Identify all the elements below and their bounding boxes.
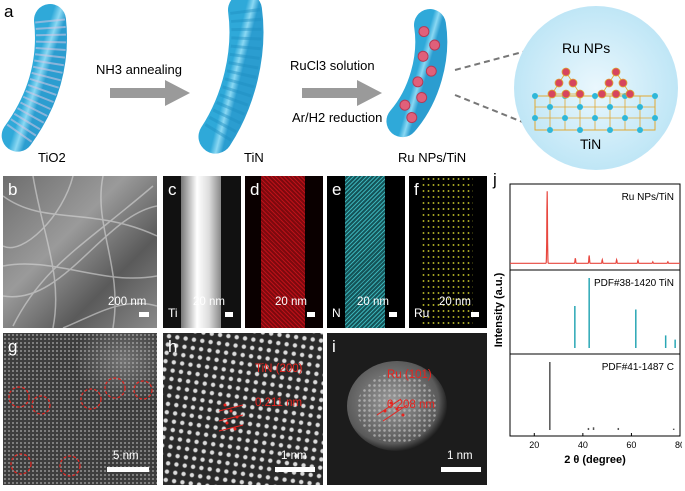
xrd-chart: Ru NPs/TiN PDF#38-1420 TiN PDF#41-1487 C 20… bbox=[493, 183, 682, 466]
y-axis-label: Intensity (a.u.) bbox=[493, 272, 505, 347]
element-f: Ru bbox=[414, 306, 430, 320]
scale-bar-b bbox=[139, 312, 149, 317]
scale-text-b: 200 nm bbox=[108, 296, 147, 308]
ru-clusters bbox=[547, 67, 635, 99]
ru-circles-g bbox=[8, 377, 153, 477]
series-label-2: PDF#41-1487 C bbox=[602, 362, 674, 373]
panel-j-label: j bbox=[493, 170, 497, 189]
panel-i-label: i bbox=[332, 337, 336, 356]
scale-text-f: 20 nm bbox=[439, 296, 471, 308]
element-c: Ti bbox=[168, 306, 178, 320]
scale-bar-g bbox=[107, 467, 149, 472]
series-label-1: PDF#38-1420 TiN bbox=[594, 278, 674, 289]
scale-text-i: 1 nm bbox=[447, 450, 473, 462]
atom-texture-g bbox=[3, 333, 157, 485]
inset-top-label: Ru NPs bbox=[562, 40, 611, 56]
x-axis-label: 2 θ (degree) bbox=[564, 454, 626, 466]
xtick-label-0: 20 bbox=[529, 440, 539, 450]
xtick-label-2: 60 bbox=[626, 440, 636, 450]
xtick-label-1: 40 bbox=[578, 440, 588, 450]
tio2-rod bbox=[1, 4, 67, 152]
nanofiber-lines bbox=[3, 176, 157, 328]
panel-g-label: g bbox=[8, 337, 18, 356]
nanofiber-bright bbox=[181, 176, 221, 328]
sem-image-b: b 200 nm bbox=[3, 176, 157, 328]
series-label-0: Ru NPs/TiN bbox=[622, 192, 674, 203]
mapping-image-e: e N 20 nm bbox=[327, 176, 405, 328]
lattice-marks-i bbox=[376, 398, 408, 422]
step1-label: NH3 annealing bbox=[96, 62, 183, 77]
spacing-i: 0.208 nm bbox=[387, 399, 435, 411]
plot-frame bbox=[509, 183, 681, 437]
lattice-marks-h bbox=[218, 403, 244, 432]
mapping-band-e bbox=[345, 176, 385, 328]
tin-rod bbox=[198, 0, 264, 154]
hrtem-image-h: h TiN (200) 0.211 nm 1 nm bbox=[163, 333, 323, 485]
schematic-a bbox=[1, 0, 678, 170]
panel-a-label: a bbox=[4, 2, 14, 21]
arrow-2 bbox=[302, 80, 382, 106]
hrtem-image-i: i Ru (101) 0.208 nm 1 nm bbox=[327, 333, 487, 485]
scale-bar-e bbox=[389, 312, 397, 317]
hrtem-image-g: g 5 nm bbox=[3, 333, 157, 485]
ru-tin-rod bbox=[386, 9, 448, 138]
bright-region-g bbox=[73, 333, 157, 403]
mapping-dots-f bbox=[421, 176, 473, 328]
scale-bar-f bbox=[471, 312, 479, 317]
plane-h: TiN (200) bbox=[255, 363, 303, 375]
stage-tin: TiN bbox=[244, 150, 264, 165]
scale-text-d: 20 nm bbox=[275, 296, 307, 308]
arrow-1 bbox=[110, 80, 190, 106]
haadf-image-c: c Ti 20 nm bbox=[163, 176, 241, 328]
scale-text-g: 5 nm bbox=[113, 450, 139, 462]
step2-bottom-label: Ar/H2 reduction bbox=[292, 110, 383, 125]
panel-h-label: h bbox=[168, 337, 178, 356]
stage-ru-tin: Ru NPs/TiN bbox=[398, 150, 467, 165]
scale-text-c: 20 nm bbox=[193, 296, 225, 308]
panel-f-label: f bbox=[414, 180, 419, 199]
scale-bar-h bbox=[275, 467, 315, 472]
panel-b-label: b bbox=[8, 180, 18, 199]
scale-bar-d bbox=[307, 312, 315, 317]
scale-bar-i bbox=[441, 467, 481, 472]
mapping-image-f: f Ru 20 nm bbox=[409, 176, 487, 328]
scale-bar-c bbox=[225, 312, 233, 317]
series-trace-0 bbox=[510, 191, 680, 264]
spacing-h: 0.211 nm bbox=[255, 397, 303, 409]
panel-d-label: d bbox=[250, 180, 260, 199]
step2-top-label: RuCl3 solution bbox=[290, 58, 375, 73]
xtick-label-3: 80 bbox=[675, 440, 682, 450]
panel-c-label: c bbox=[168, 180, 177, 199]
inset-bottom-label: TiN bbox=[580, 136, 602, 152]
scale-text-e: 20 nm bbox=[357, 296, 389, 308]
tin-lattice bbox=[532, 93, 658, 133]
mapping-band-d bbox=[261, 176, 305, 328]
element-e: N bbox=[332, 306, 341, 320]
inset-circle bbox=[514, 6, 678, 170]
mapping-image-d: d 20 nm bbox=[245, 176, 323, 328]
stage-tio2: TiO2 bbox=[38, 150, 66, 165]
scale-text-h: 1 nm bbox=[281, 450, 307, 462]
panel-e-label: e bbox=[332, 180, 342, 199]
plane-i: Ru (101) bbox=[387, 369, 432, 381]
